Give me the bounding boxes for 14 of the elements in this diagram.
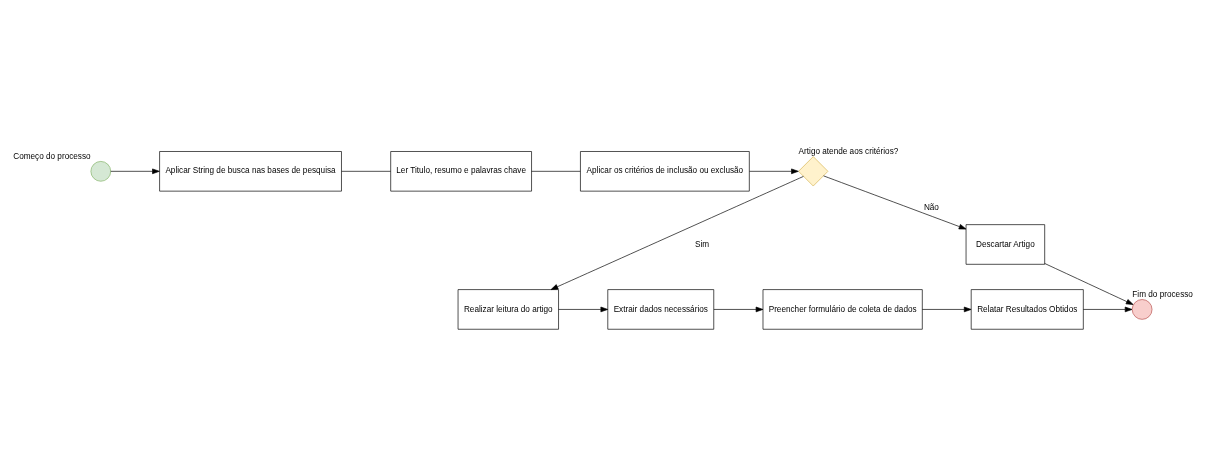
arrow — [558, 306, 609, 312]
arrow — [749, 168, 799, 174]
arrow — [713, 306, 764, 312]
arrow — [1044, 262, 1134, 305]
node-circle — [1131, 298, 1153, 320]
arrow — [1083, 306, 1133, 312]
arrow — [550, 175, 804, 290]
arrow — [110, 168, 160, 174]
arrow — [922, 306, 972, 312]
arrow — [823, 175, 967, 229]
connector — [531, 170, 581, 172]
connector — [341, 170, 391, 172]
node-circle — [90, 160, 112, 182]
node-diamond — [798, 155, 829, 186]
